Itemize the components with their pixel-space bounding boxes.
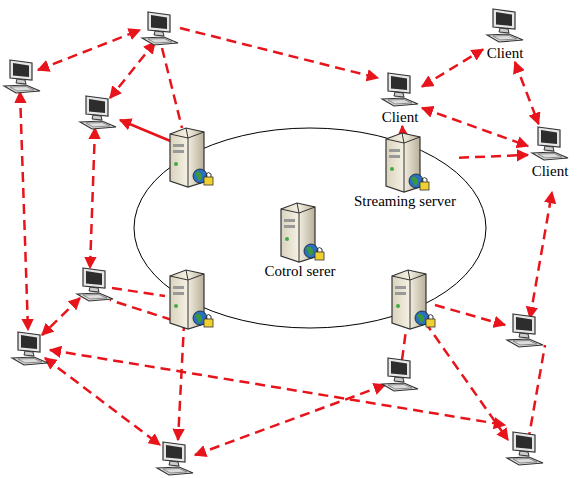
client-node: Client	[528, 124, 572, 180]
node-icon	[485, 7, 525, 45]
p2p-connector	[422, 49, 483, 86]
server-node: Cotrol serer	[261, 200, 338, 280]
node-icon	[380, 71, 420, 109]
server-ring	[134, 128, 486, 328]
client-node: Client	[378, 70, 422, 126]
client-icons	[4, 12, 543, 475]
node-icon	[275, 201, 325, 263]
p2p-connector	[459, 155, 528, 158]
node-icon	[530, 125, 570, 163]
node-icon	[380, 131, 430, 193]
node-label: Streaming server	[353, 193, 457, 209]
node-label: Cotrol serer	[263, 263, 336, 279]
p2p-connector	[515, 62, 539, 124]
p2p-connector	[401, 126, 404, 130]
p2p-links	[20, 28, 552, 455]
node-label: Client	[381, 109, 420, 125]
client-node: Client	[483, 6, 527, 62]
node-label: Client	[486, 45, 525, 61]
server-icons	[170, 128, 435, 329]
node-label: Client	[531, 163, 570, 179]
server-node: Streaming server	[351, 130, 459, 210]
p2p-connector	[422, 108, 528, 146]
